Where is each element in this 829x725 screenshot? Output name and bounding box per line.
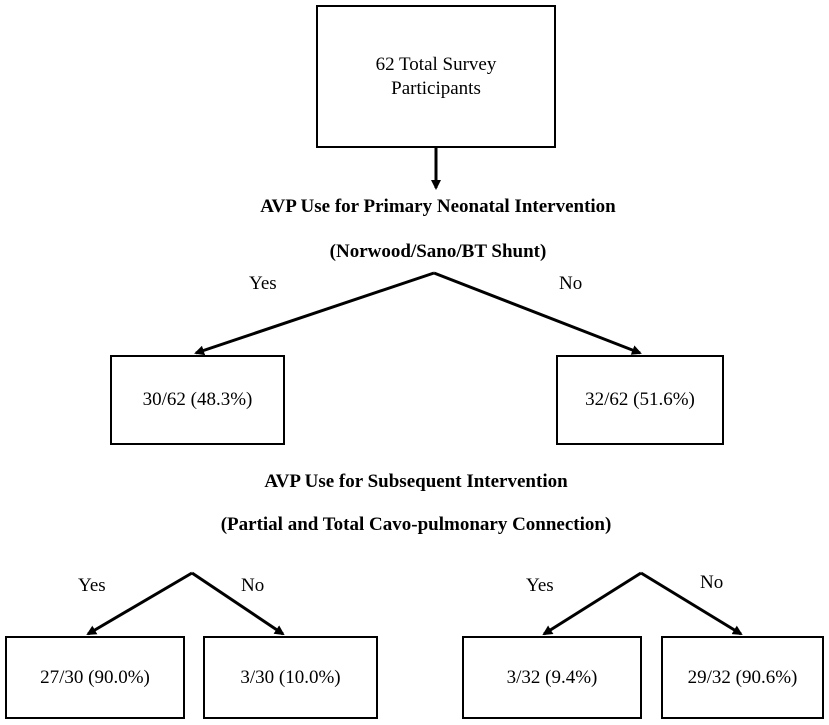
stage1-yes-label: Yes <box>249 273 277 294</box>
stage1-title: AVP Use for Primary Neonatal Interventio… <box>260 196 616 217</box>
stage1-no-arrow <box>433 271 642 355</box>
stage2-right-no-box: 29/32 (90.6%) <box>661 636 824 719</box>
stage1-yes-box-text: 30/62 (48.3%) <box>142 389 253 410</box>
stage1-no-box: 32/62 (51.6%) <box>556 355 724 445</box>
stage1-yes-arrow <box>194 271 435 356</box>
stage2-subtitle: (Partial and Total Cavo-pulmonary Connec… <box>220 514 612 535</box>
stage2-right-no-arrow <box>640 571 743 636</box>
stage2-title: AVP Use for Subsequent Intervention <box>264 471 568 492</box>
root-text: 62 Total Survey Participants <box>375 53 497 99</box>
stage2-left-no-arrow <box>191 571 285 636</box>
stage1-no-box-text: 32/62 (51.6%) <box>585 389 695 410</box>
stage2-right-yes-label: Yes <box>526 575 554 596</box>
root-box: 62 Total Survey Participants <box>316 5 556 148</box>
stage2-right-no-box-text: 29/32 (90.6%) <box>687 666 798 688</box>
stage2-right-yes-box: 3/32 (9.4%) <box>462 636 642 719</box>
stage1-subtitle: (Norwood/Sano/BT Shunt) <box>329 241 547 262</box>
stage2-left-yes-box-text: 27/30 (90.0%) <box>40 666 150 688</box>
stage2-right-yes-box-text: 3/32 (9.4%) <box>506 666 598 688</box>
stage2-left-yes-label: Yes <box>78 575 106 596</box>
stage1-yes-box: 30/62 (48.3%) <box>110 355 285 445</box>
stage2-left-no-label: No <box>241 575 265 596</box>
stage2-left-no-box: 3/30 (10.0%) <box>203 636 378 719</box>
stage2-right-yes-arrow <box>542 571 642 636</box>
stage2-right-no-label: No <box>700 572 724 593</box>
stage2-left-yes-arrow <box>86 571 193 636</box>
stage2-left-no-box-text: 3/30 (10.0%) <box>240 666 341 688</box>
stage1-no-label: No <box>559 273 583 294</box>
stage2-left-yes-box: 27/30 (90.0%) <box>5 636 185 719</box>
